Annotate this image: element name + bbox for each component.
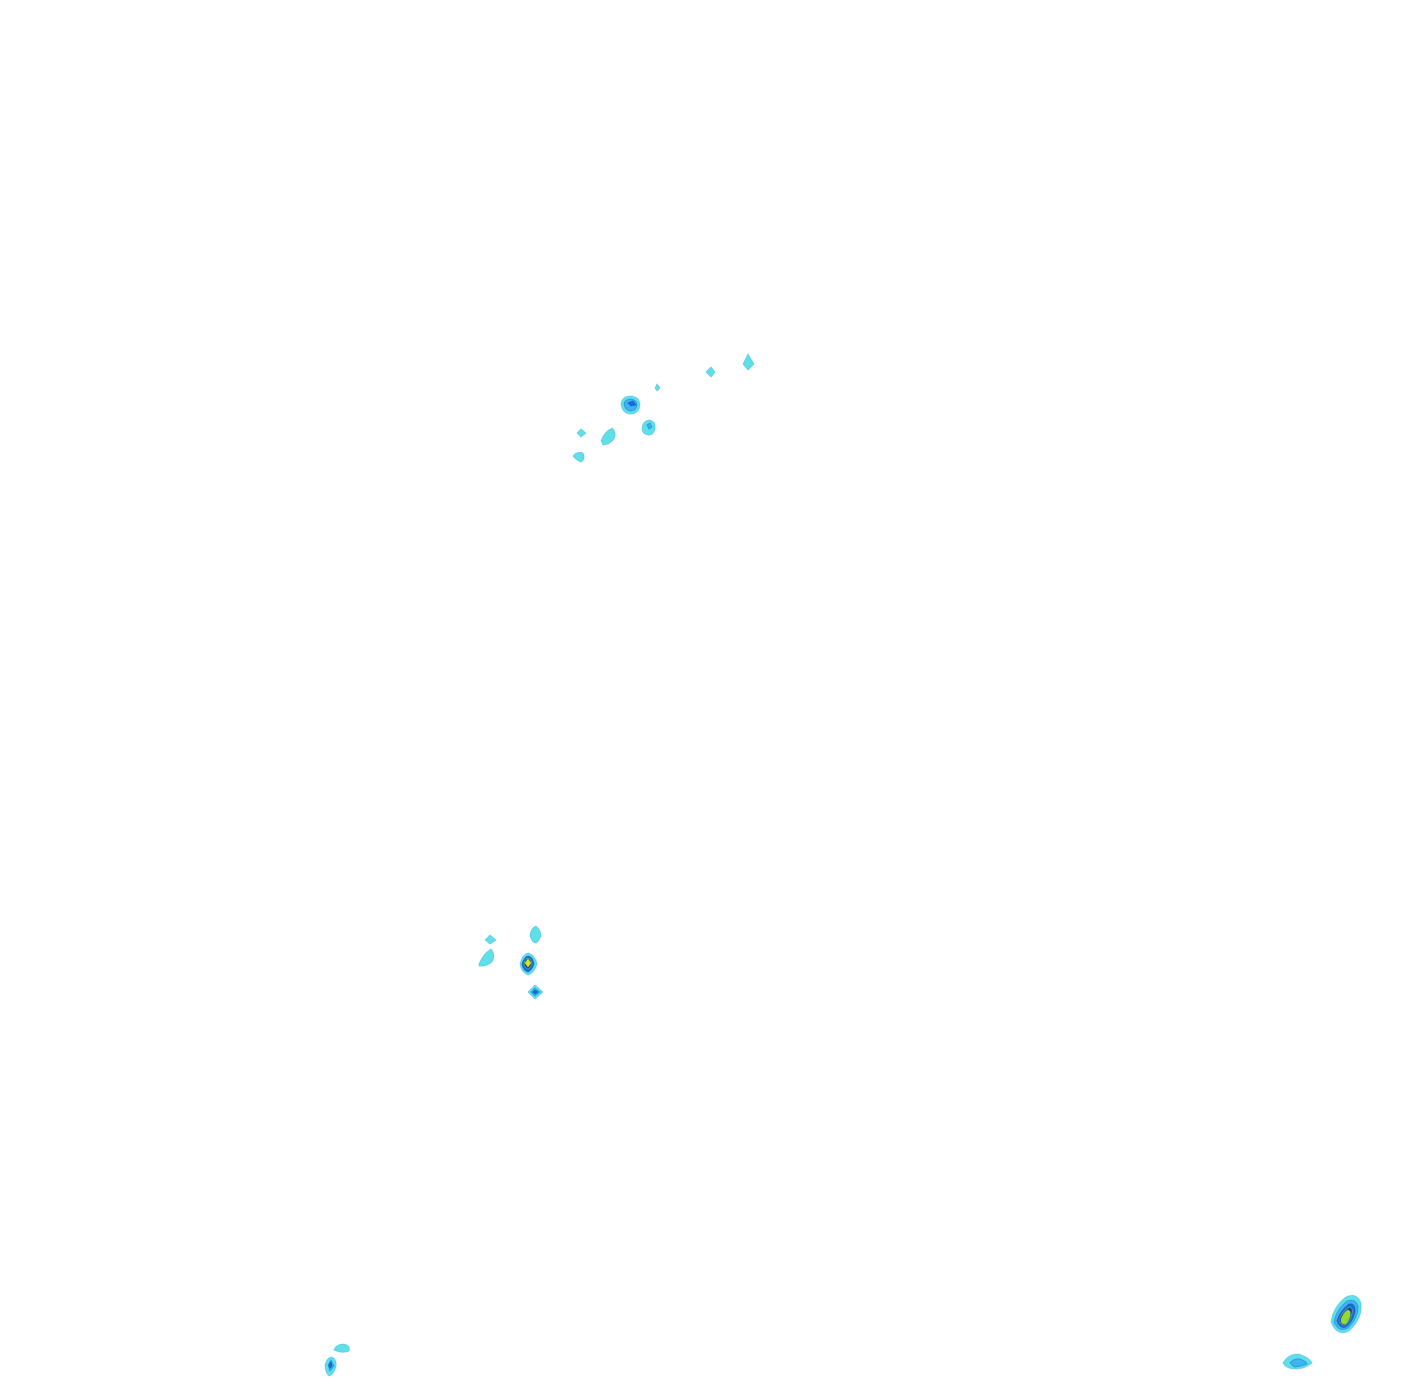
contour-level-1	[742, 353, 755, 371]
contour-level-3	[328, 1361, 333, 1369]
rain-cell-north-e	[576, 428, 587, 438]
rain-cell-north-d	[572, 452, 585, 463]
rain-cell-southeast-a	[1330, 1295, 1362, 1334]
contour-level-3	[532, 989, 539, 995]
contour-level-1	[600, 427, 616, 446]
rain-cell-center-c	[529, 925, 542, 944]
rain-cell-center-e	[484, 934, 497, 945]
rain-cell-center-d	[478, 948, 495, 967]
contour-level-1	[529, 925, 542, 944]
contour-level-2	[646, 422, 653, 430]
rain-cell-center-b	[527, 984, 544, 1000]
contour-level-1	[484, 934, 497, 945]
contour-level-1	[333, 1343, 350, 1353]
contour-level-1	[654, 383, 661, 392]
rain-cell-north-g	[705, 366, 716, 378]
contour-level-1	[576, 428, 587, 438]
rain-cell-north-a	[620, 395, 641, 415]
rain-cell-center-a	[519, 952, 538, 976]
rain-cell-southeast-b	[1282, 1353, 1313, 1370]
rain-cell-north-b	[641, 419, 656, 436]
contour-level-3	[627, 400, 637, 407]
rain-cell-north-h	[742, 353, 755, 371]
contour-level-1	[478, 948, 495, 967]
rain-cell-southwest-b	[333, 1343, 350, 1353]
rain-cell-southwest-a	[324, 1356, 337, 1377]
rain-cell-north-f	[654, 383, 661, 392]
contour-level-5	[1340, 1309, 1351, 1325]
rain-cell-north-c	[600, 427, 616, 446]
contour-level-1	[705, 366, 716, 378]
contour-level-2	[1289, 1358, 1308, 1368]
contour-level-6	[524, 958, 532, 968]
contour-level-1	[572, 452, 585, 463]
